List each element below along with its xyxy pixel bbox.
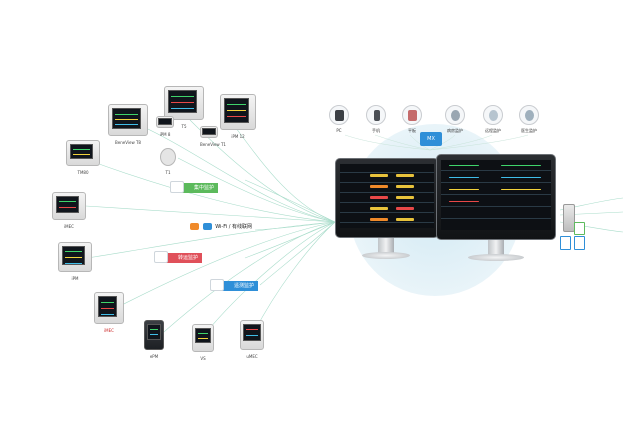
hub-label: MX — [427, 136, 435, 142]
device-label: iMEC — [104, 328, 114, 333]
monitor-device[interactable]: iPM 12 — [220, 94, 256, 139]
monitor-device[interactable]: TM80 — [66, 140, 100, 175]
tag-central-monitoring: 集中监护 — [170, 181, 219, 193]
monitor-stand-base — [468, 254, 524, 261]
monitor-stand — [378, 238, 394, 256]
transport-icon — [154, 251, 168, 263]
tag-telemetry-monitoring: 遥测监护 — [210, 279, 259, 291]
monitor-device[interactable]: uMEC — [240, 320, 264, 359]
nurse-icon[interactable] — [519, 105, 539, 125]
monitor-device[interactable]: iMEC — [94, 292, 124, 333]
device-label: iPM 12 — [231, 134, 245, 139]
top-icon-label: PC — [336, 128, 342, 133]
gateway-device[interactable] — [563, 204, 575, 232]
central-station-screen — [441, 160, 551, 230]
device-label: VS — [200, 356, 206, 361]
hand-device-icon[interactable] — [402, 105, 422, 125]
doctor-icon[interactable] — [483, 105, 503, 125]
link-lines — [69, 119, 623, 341]
top-icon-label: 医生监护 — [521, 128, 537, 133]
central-station-monitor[interactable] — [335, 158, 439, 238]
telemetry-device[interactable]: T1 — [160, 148, 176, 175]
wifi-icon — [190, 223, 199, 230]
device-label: iPM 8 — [159, 132, 171, 137]
tag-label: 转运监护 — [178, 255, 199, 261]
hub-badge: MX — [420, 132, 442, 146]
device-label: uMEC — [246, 354, 258, 359]
patient-icon[interactable] — [445, 105, 465, 125]
monitor-stand — [488, 240, 504, 258]
monitor-icon — [170, 181, 184, 193]
document-icon — [574, 222, 585, 235]
device-label: ePM — [149, 354, 159, 359]
central-station-screen — [340, 164, 434, 228]
tag-label: 集中监护 — [194, 185, 215, 191]
top-icon-label: 病房监护 — [447, 128, 463, 133]
network-icon — [202, 223, 212, 230]
device-label: T5 — [181, 124, 187, 129]
tag-transfer-monitoring: 转运监护 — [154, 251, 203, 263]
tag-label: 遥测监护 — [234, 283, 255, 289]
laptop-icon[interactable] — [329, 105, 349, 125]
telemetry-icon — [210, 279, 224, 291]
device-label: TM80 — [77, 170, 89, 175]
device-label: BeneView T8 — [115, 140, 141, 145]
monitor-stand-base — [362, 252, 410, 259]
tag-label: Wi-Fi / 有线联网 — [215, 224, 252, 230]
monitor-module[interactable]: iPM 8 — [156, 116, 174, 137]
device-label: BeneView T1 — [200, 142, 226, 147]
device-label: iPM — [71, 276, 79, 281]
monitor-device[interactable]: ePM — [144, 320, 164, 359]
device-label: iMEC — [64, 224, 74, 229]
document-icon — [560, 236, 571, 250]
top-icon-label: 平板 — [408, 128, 416, 133]
top-icon-label: 远程监护 — [485, 128, 501, 133]
monitor-device[interactable]: VS — [192, 324, 214, 361]
phone-icon[interactable] — [366, 105, 386, 125]
device-label: T1 — [165, 170, 171, 175]
central-station-monitor[interactable] — [436, 154, 556, 240]
monitor-device[interactable]: BeneView T8 — [108, 104, 148, 145]
document-icon — [574, 236, 585, 250]
monitor-device[interactable]: iMEC — [52, 192, 86, 229]
monitor-module[interactable]: BeneView T1 — [200, 126, 226, 147]
tag-wifi: Wi-Fi / 有线联网 — [190, 223, 252, 231]
top-icon-label: 手机 — [372, 128, 380, 133]
monitor-device[interactable]: iPM — [58, 242, 92, 281]
monitor-device[interactable]: T5 — [164, 86, 204, 129]
